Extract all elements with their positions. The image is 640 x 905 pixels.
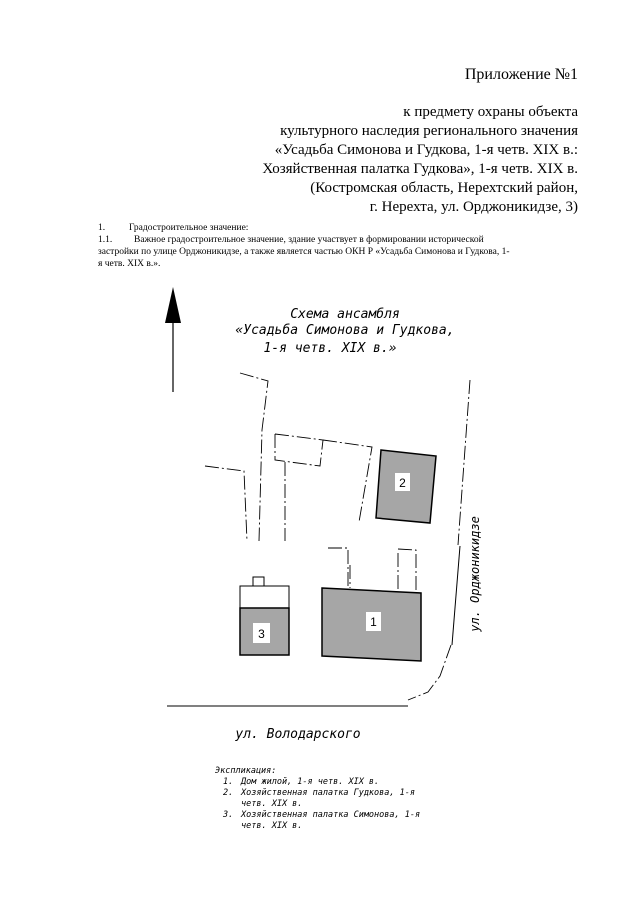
subject-line: (Костромская область, Нерехтский район, [310,180,578,196]
building-label: 1 [370,615,377,629]
subject-line: г. Нерехта, ул. Орджоникидзе, 3) [369,199,578,215]
appendix-title: Приложение №1 [464,66,578,83]
explication-item-continuation: четв. XIX в. [241,799,303,809]
road-edge [451,545,461,646]
scheme-title-line: Схема ансамбля [290,307,400,322]
porch [252,576,265,587]
building-3-outline [239,585,290,608]
building-3: 3 [239,607,290,656]
north-arrow-icon [165,287,181,392]
subject-line: к предмету охраны объекта [403,104,578,120]
street-label-volodarskogo: ул. Володарского [234,727,360,742]
scheme-title-line: 1-я четв. XIX в.» [263,341,396,356]
scheme-title-line: «Усадьба Симонова и Гудкова, [235,323,454,338]
item-text: застройки по улице Орджоникидзе, а также… [98,247,510,257]
explication-item: 1. Дом жилой, 1-я четв. XIX в. [223,777,380,787]
building-label: 2 [399,476,406,490]
section-title: Градостроительное значение: [129,223,249,233]
subject-line: «Усадьба Симонова и Гудкова, 1-я четв. X… [274,142,578,158]
building-1: 1 [321,587,422,662]
explication-item: 3. Хозяйственная палатка Симонова, 1-я [223,810,421,820]
item-text: я четв. XIX в.». [98,259,161,269]
street-label-ordzhonikidze: ул. Орджоникидзе [468,516,482,633]
item-text: Важное градостроительное значение, здани… [134,235,484,245]
explication-item-continuation: четв. XIX в. [241,821,303,831]
explication-item: 2. Хозяйственная палатка Гудкова, 1-я [223,788,415,798]
building-label: 3 [258,627,265,641]
item-number: 1.1. [98,235,113,245]
explication-title: Экспликация: [215,766,277,776]
explication: Экспликация: 1. Дом жилой, 1-я четв. XIX… [215,766,420,832]
protection-subject-heading: к предмету охраны объекта культурного на… [262,103,578,217]
section-number: 1. [98,223,106,233]
subject-line: культурного наследия регионального значе… [280,123,578,139]
urban-planning-section: 1. Градостроительное значение: 1.1. Важн… [98,222,568,270]
building-2: 2 [375,449,437,524]
subject-line: Хозяйственная палатка Гудкова», 1-я четв… [262,161,578,177]
boundary-lines [204,372,471,701]
